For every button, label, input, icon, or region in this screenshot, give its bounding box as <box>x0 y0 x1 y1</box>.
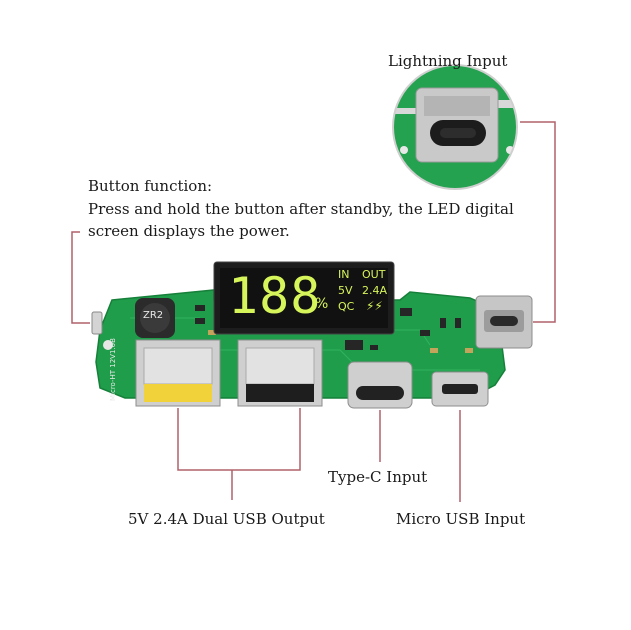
display-in: IN <box>338 268 350 281</box>
dual-usb-output-label: 5V 2.4A Dual USB Output <box>128 510 325 528</box>
display-out: OUT <box>362 268 386 281</box>
display-5v: 5V <box>338 284 353 297</box>
callout-line-button <box>71 231 90 324</box>
model-marking: Micro-HT 12V1.0B <box>109 338 117 401</box>
side-button <box>91 311 103 335</box>
display-digits: 188 <box>228 267 322 325</box>
callout-line-usb <box>177 408 301 471</box>
display-percent: % <box>315 296 329 312</box>
type-c-input-label: Type-C Input <box>328 468 428 486</box>
lightning-input-label: Lightning Input <box>388 52 508 70</box>
type-c-port <box>347 361 413 409</box>
button-function-line2: screen displays the power. <box>88 222 290 240</box>
display-2-4a: 2.4A <box>362 284 388 297</box>
lightning-zoom-circle <box>392 64 518 190</box>
display-qc: QC <box>338 300 355 313</box>
inductor-marking: ZR2 <box>143 310 164 321</box>
pcb-board <box>91 261 533 409</box>
button-function-line1: Press and hold the button after standby,… <box>88 200 514 218</box>
callout-lines <box>71 121 556 502</box>
display-lightning-icon: ⚡⚡ <box>366 299 383 313</box>
button-function-title: Button function: <box>88 177 213 195</box>
micro-usb-input-label: Micro USB Input <box>396 510 526 528</box>
callout-line-lightning <box>520 121 556 323</box>
